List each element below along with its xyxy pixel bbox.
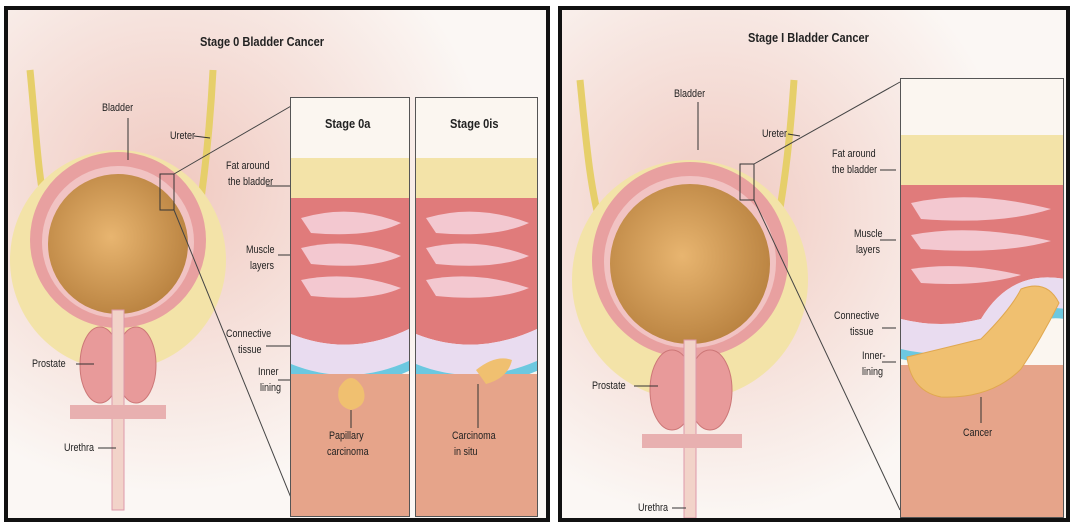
label-inner-line2: lining <box>862 366 883 378</box>
label-connective-line2: tissue <box>850 326 874 338</box>
label-muscle-line1: Muscle <box>246 244 275 256</box>
stage-1-title: Stage I Bladder Cancer <box>748 30 869 45</box>
label-bladder: Bladder <box>674 88 705 100</box>
label-muscle-line2: layers <box>250 260 274 272</box>
label-muscle-line1: Muscle <box>854 228 883 240</box>
label-inner-line1: Inner- <box>862 350 886 362</box>
label-connective-line1: Connective <box>834 310 879 322</box>
label-fat-line1: Fat around <box>226 160 270 172</box>
stage-0a-caption-line2: carcinoma <box>327 446 369 458</box>
stage-1-caption: Cancer <box>963 427 992 439</box>
stage-0is-title: Stage 0is <box>450 116 499 131</box>
stage-0is-inset: Stage 0is Carcinoma in situ <box>415 97 538 517</box>
label-ureter: Ureter <box>762 128 787 140</box>
label-fat-line1: Fat around <box>832 148 876 160</box>
stage-1-panel: Stage I Bladder Cancer Bladder Ureter Fa… <box>558 6 1070 522</box>
stage-1-inset: Cancer <box>900 78 1064 518</box>
label-fat-line2: the bladder <box>832 164 877 176</box>
label-bladder: Bladder <box>102 102 133 114</box>
stage-0a-inset: Stage 0a Papillary carcinoma <box>290 97 410 517</box>
label-prostate: Prostate <box>592 380 626 392</box>
stage-0a-title: Stage 0a <box>325 116 370 131</box>
label-ureter: Ureter <box>170 130 195 142</box>
label-urethra: Urethra <box>638 502 668 514</box>
label-fat-line2: the bladder <box>228 176 273 188</box>
label-prostate: Prostate <box>32 358 66 370</box>
stage-0is-caption-line1: Carcinoma <box>452 430 496 442</box>
label-connective-line2: tissue <box>238 344 262 356</box>
stage-0a-caption-line1: Papillary <box>329 430 364 442</box>
stage-0-title: Stage 0 Bladder Cancer <box>200 34 324 49</box>
stage-1-tissue-illustration <box>901 79 1064 518</box>
label-inner-line2: lining <box>260 382 281 394</box>
stage-0-panel: Stage 0 Bladder Cancer Bladder Ureter Fa… <box>4 6 550 522</box>
label-urethra: Urethra <box>64 442 94 454</box>
label-inner-line1: Inner <box>258 366 279 378</box>
stage-0is-caption-line2: in situ <box>454 446 478 458</box>
label-connective-line1: Connective <box>226 328 271 340</box>
label-muscle-line2: layers <box>856 244 880 256</box>
